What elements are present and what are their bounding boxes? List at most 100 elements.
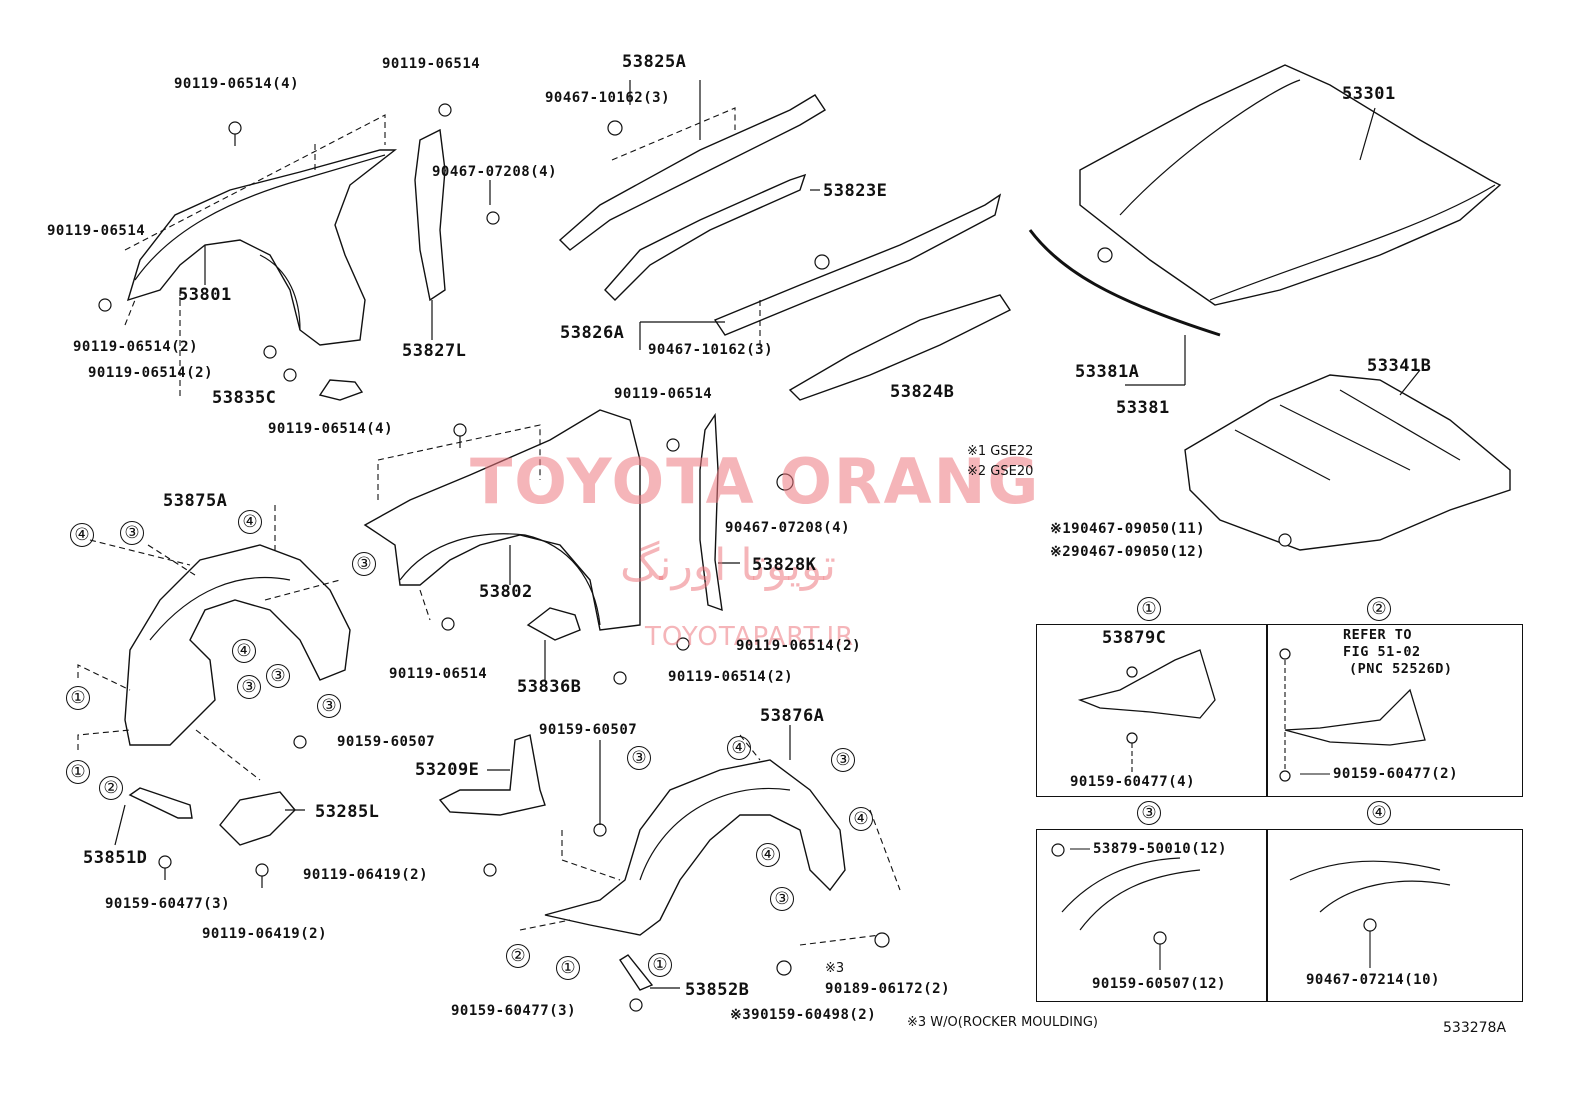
part-label: 53802 bbox=[479, 582, 533, 602]
protector-53852B bbox=[619, 954, 654, 991]
circled-ref-inset-2: ② bbox=[1367, 597, 1391, 621]
circled-ref: ① bbox=[556, 956, 580, 980]
circled-ref: ③ bbox=[237, 675, 261, 699]
part-label: 90119-06514(4) bbox=[174, 76, 300, 92]
bracket-53209E bbox=[438, 734, 546, 816]
seal-53826A bbox=[713, 193, 1002, 336]
bracket-53835C bbox=[318, 379, 364, 401]
part-label: 53301 bbox=[1342, 84, 1396, 104]
circled-ref: ③ bbox=[317, 694, 341, 718]
part-label: 53836B bbox=[517, 677, 582, 697]
hood-53301 bbox=[1079, 64, 1502, 306]
circled-ref-inset-1: ① bbox=[1137, 597, 1161, 621]
part-label: 53827L bbox=[402, 341, 467, 361]
part-label: 90119-06514 bbox=[47, 223, 146, 239]
part-label: 90159-60477(3) bbox=[105, 896, 231, 912]
seal-53823E bbox=[604, 173, 807, 301]
part-label: 90119-06514(2) bbox=[736, 638, 862, 654]
inset-4 bbox=[1266, 829, 1523, 1002]
part-label: 90467-10162(3) bbox=[648, 342, 774, 358]
part-label: 53209E bbox=[415, 760, 480, 780]
circled-ref: ③ bbox=[627, 746, 651, 770]
circled-ref-inset-4: ④ bbox=[1367, 801, 1391, 825]
note-wo-rocker: ※3 W/O(ROCKER MOULDING) bbox=[907, 1015, 1099, 1030]
fender-53801 bbox=[126, 149, 398, 346]
bracket-53836B bbox=[526, 607, 581, 641]
inset-2 bbox=[1266, 624, 1523, 797]
part-label: ※390159-60498(2) bbox=[730, 1007, 877, 1023]
fasteners bbox=[98, 103, 1292, 1012]
part-label: 53381A bbox=[1075, 362, 1140, 382]
part-label: 53341B bbox=[1367, 356, 1432, 376]
part-label: 53825A bbox=[622, 52, 687, 72]
part-label: 90159-60477(4) bbox=[1070, 774, 1196, 790]
circled-ref: ④ bbox=[727, 736, 751, 760]
part-label: 53852B bbox=[685, 980, 750, 1000]
part-label: 90119-06514(4) bbox=[268, 421, 394, 437]
part-label: 53879C bbox=[1102, 628, 1167, 648]
circled-ref: ④ bbox=[70, 523, 94, 547]
part-label: 90189-06172(2) bbox=[825, 981, 951, 997]
part-label: 90159-60477(2) bbox=[1333, 766, 1459, 782]
protector-53851D bbox=[128, 787, 193, 819]
part-label: 90119-06514(2) bbox=[88, 365, 214, 381]
part-label: 90119-06514 bbox=[389, 666, 488, 682]
part-label: 90119-06514 bbox=[382, 56, 481, 72]
circled-ref: ③ bbox=[770, 887, 794, 911]
part-label: 53823E bbox=[823, 181, 888, 201]
fender-liner-53827L bbox=[414, 128, 446, 302]
part-label: 53828K bbox=[752, 555, 817, 575]
circled-ref: ③ bbox=[352, 552, 376, 576]
part-label: 90119-06514 bbox=[614, 386, 713, 402]
part-label: 53801 bbox=[178, 285, 232, 305]
circled-ref-inset-3: ③ bbox=[1137, 801, 1161, 825]
leader-lines bbox=[114, 80, 1421, 989]
circled-ref: ③ bbox=[831, 748, 855, 772]
part-label: 90119-06419(2) bbox=[202, 926, 328, 942]
figure-id: 533278A bbox=[1443, 1020, 1507, 1036]
part-label: 53824B bbox=[890, 382, 955, 402]
circled-ref: ① bbox=[66, 686, 90, 710]
circled-ref: ④ bbox=[232, 639, 256, 663]
hood-seal-53381A bbox=[1028, 229, 1221, 337]
under-cover-53341B bbox=[1184, 374, 1511, 551]
circled-ref: ② bbox=[506, 944, 530, 968]
part-label: 53876A bbox=[760, 706, 825, 726]
part-label: 53285L bbox=[315, 802, 380, 822]
part-label: 53879-50010(12) bbox=[1093, 841, 1227, 857]
cover-53824B bbox=[788, 294, 1012, 401]
part-label: 53851D bbox=[83, 848, 148, 868]
part-label: 90467-07214(10) bbox=[1306, 972, 1440, 988]
part-label: FIG 51-02 bbox=[1343, 644, 1421, 660]
note-gse22: ※1 GSE22 bbox=[967, 444, 1034, 459]
fender-liner-53828K bbox=[699, 412, 723, 612]
part-label: REFER TO bbox=[1343, 627, 1413, 643]
seal-53825A bbox=[558, 94, 826, 251]
part-label: 90159-60507 bbox=[539, 722, 638, 738]
circled-ref: ④ bbox=[756, 843, 780, 867]
part-label: 90467-10162(3) bbox=[545, 90, 671, 106]
part-label: 90159-60477(3) bbox=[451, 1003, 577, 1019]
circled-ref: ③ bbox=[266, 664, 290, 688]
liner-53875A bbox=[124, 544, 351, 746]
part-label: 53381 bbox=[1116, 398, 1170, 418]
circled-ref: ④ bbox=[238, 510, 262, 534]
fender-53802 bbox=[363, 409, 641, 631]
part-label: (PNC 52526D) bbox=[1349, 661, 1453, 677]
part-label: 53875A bbox=[163, 491, 228, 511]
part-label: ※190467-09050(11) bbox=[1050, 521, 1206, 537]
inset-1 bbox=[1036, 624, 1268, 797]
part-label: 90159-60507 bbox=[337, 734, 436, 750]
part-label: 90119-06514(2) bbox=[668, 669, 794, 685]
note-gse20: ※2 GSE20 bbox=[967, 464, 1034, 479]
note-mark3: ※3 bbox=[825, 961, 845, 976]
inset-3 bbox=[1036, 829, 1268, 1002]
part-label: ※290467-09050(12) bbox=[1050, 544, 1206, 560]
part-label: 90467-07208(4) bbox=[432, 164, 558, 180]
circled-ref: ③ bbox=[120, 521, 144, 545]
part-label: 90119-06514(2) bbox=[73, 339, 199, 355]
liner-53876A bbox=[544, 759, 846, 936]
part-label: 53826A bbox=[560, 323, 625, 343]
